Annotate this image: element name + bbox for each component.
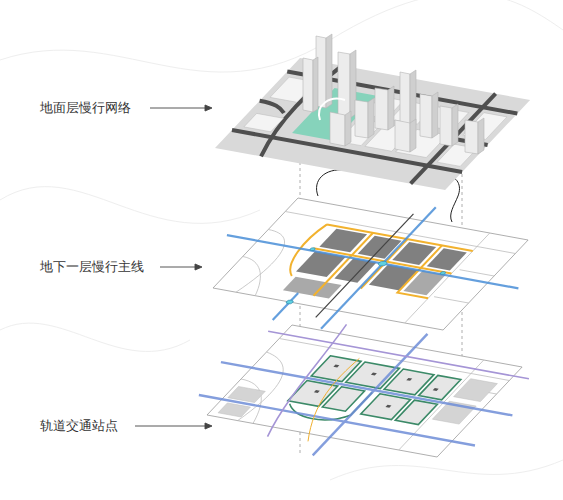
tower-building (303, 34, 484, 154)
layer-label: 轨道交通站点 (38, 418, 120, 434)
layer-label: 地面层慢行网络 (38, 100, 133, 116)
background-swirl (0, 0, 563, 480)
layer-label: 地下一层慢行主线 (38, 259, 146, 275)
ground-layer (215, 58, 530, 190)
leader-line (135, 105, 212, 429)
underground-layer (165, 179, 563, 354)
rail-layer (159, 306, 563, 481)
